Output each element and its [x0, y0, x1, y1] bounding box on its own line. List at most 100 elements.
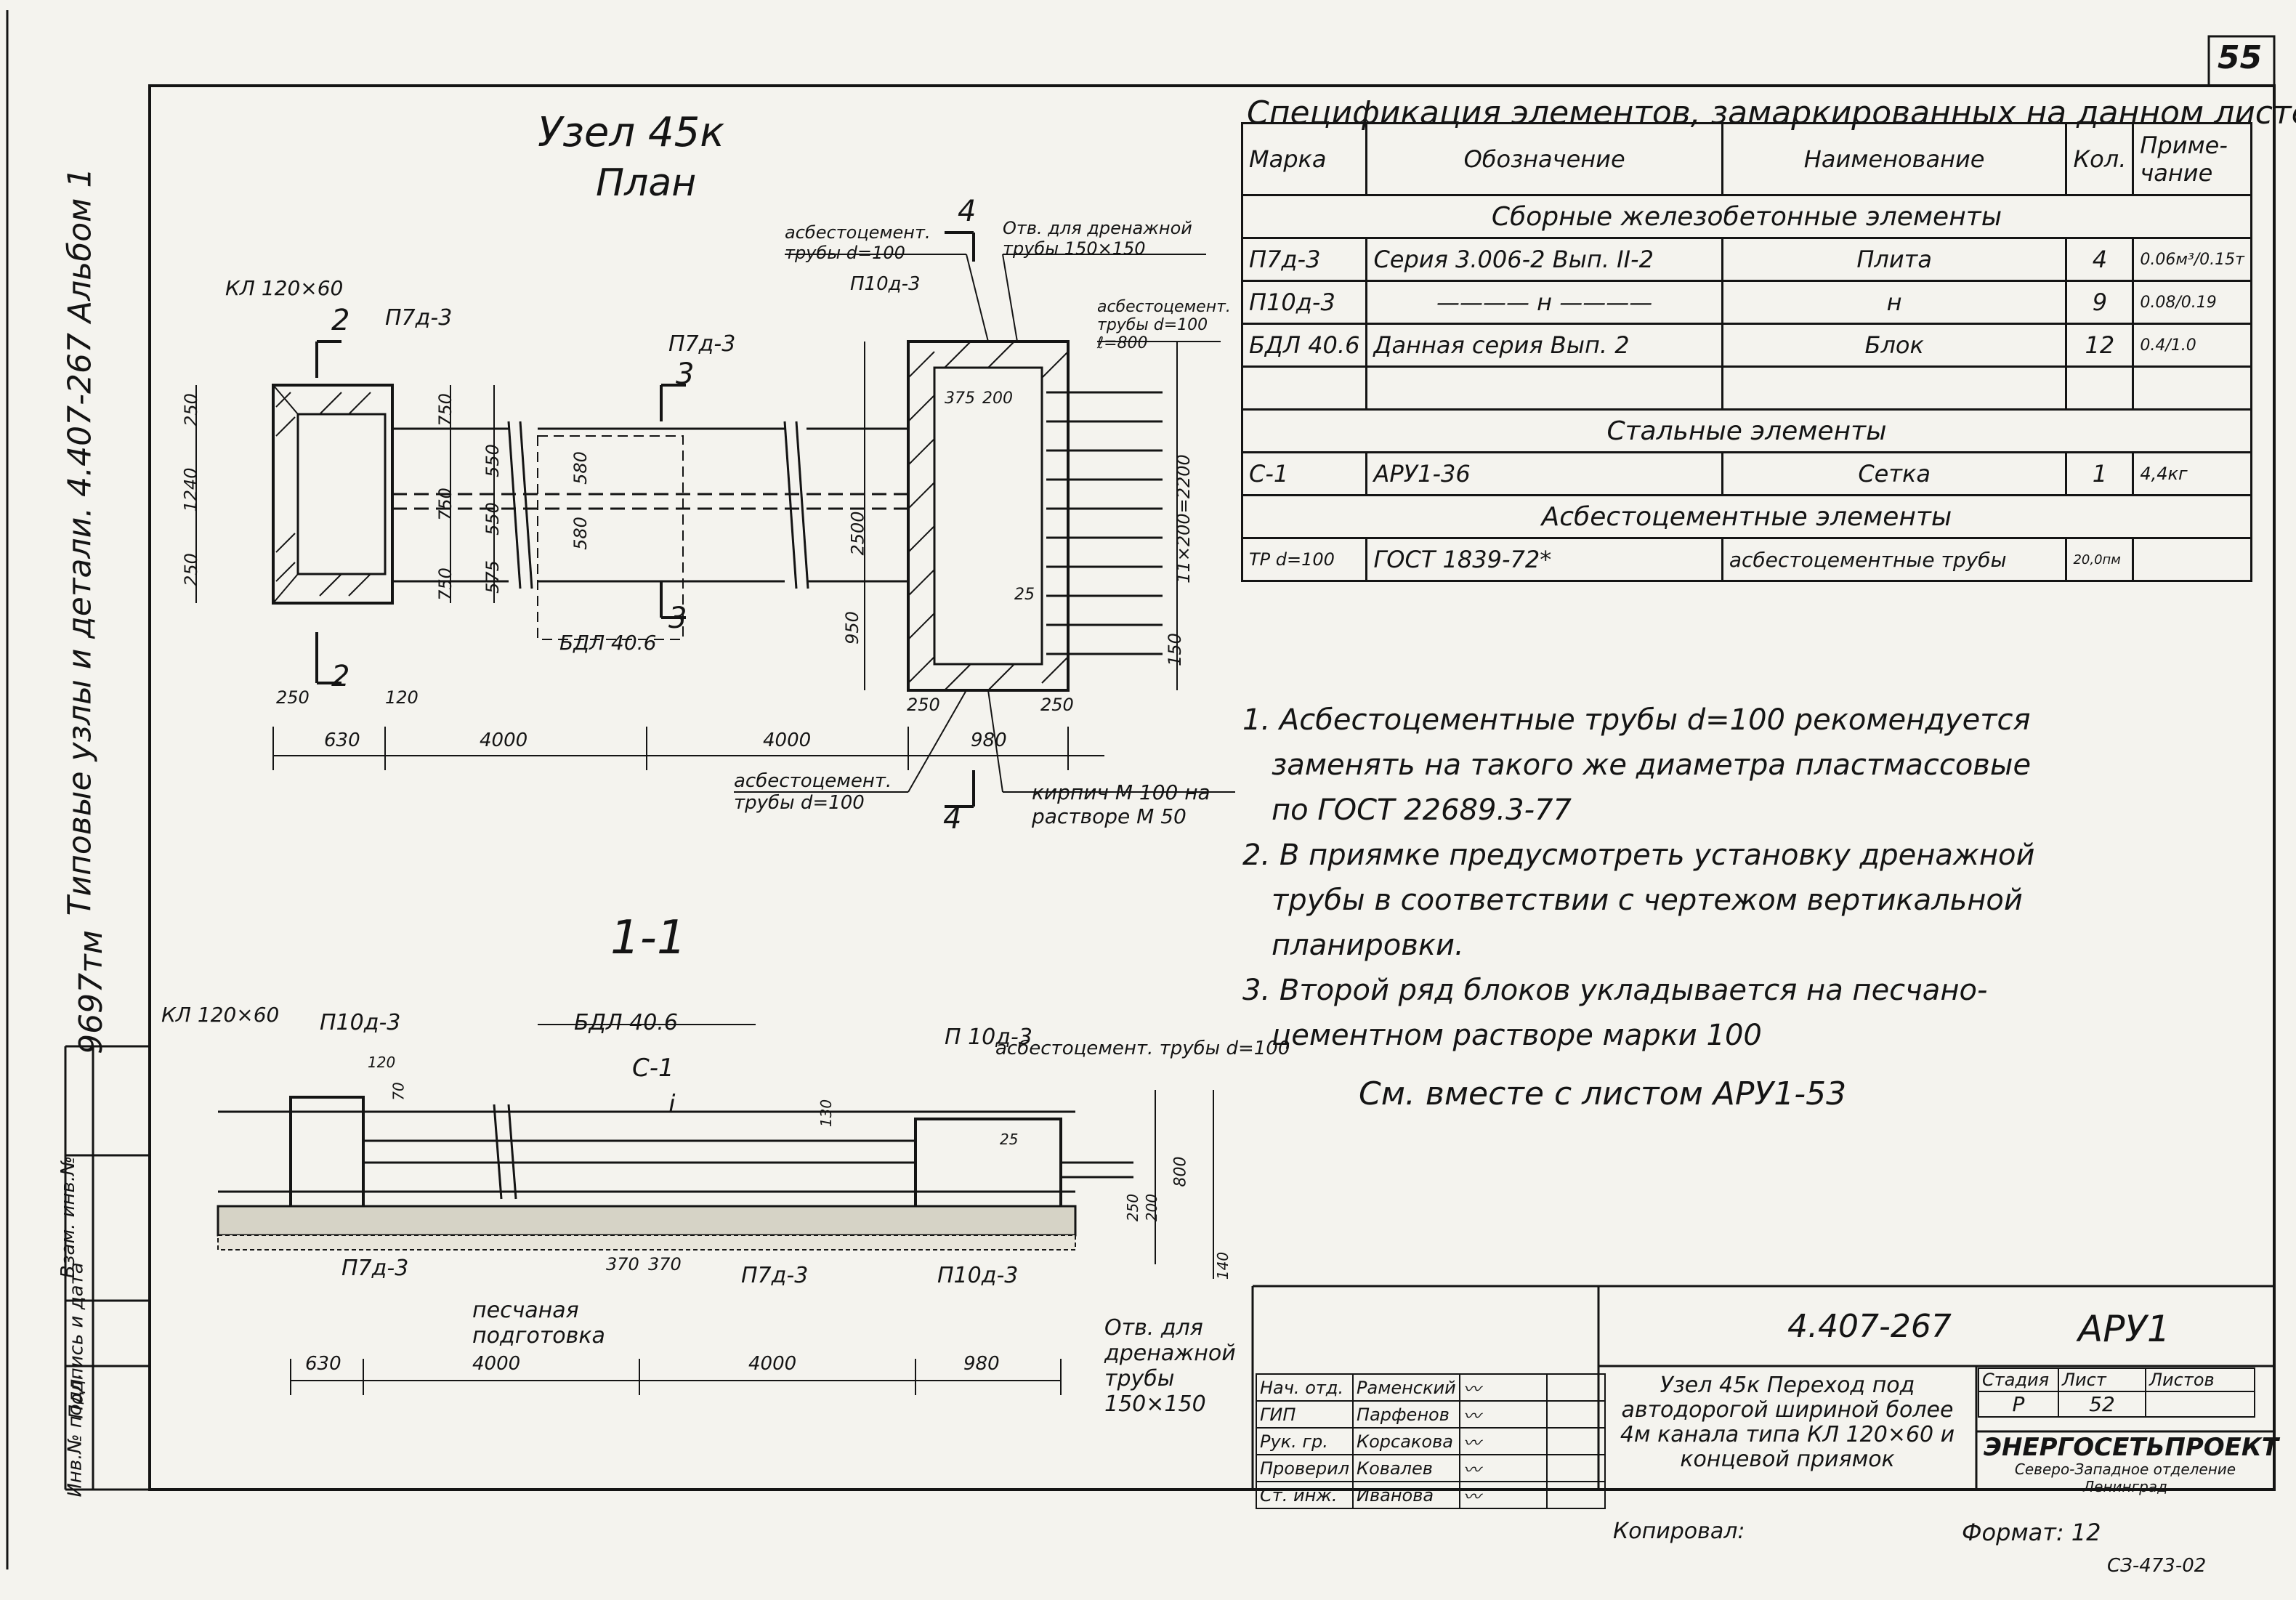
sec-dim-140: 140	[1214, 1251, 1232, 1280]
dim-750-c: 750	[434, 567, 456, 601]
stage-header: Лист	[2058, 1367, 2146, 1392]
note-line: планировки.	[1272, 929, 1464, 962]
spec-section-title: Асбестоцементные элементы	[1241, 494, 2252, 539]
staff-signature: 〰	[1458, 1427, 1548, 1455]
table-row: Р 52	[1978, 1391, 2255, 1418]
spec-section-row: Асбестоцементные элементы	[1241, 494, 2252, 539]
dim-550-b: 550	[482, 502, 503, 536]
stamp-replace-label: Взам. инв.№	[57, 1155, 80, 1279]
spec-section-row: Стальные элементы	[1241, 408, 2252, 453]
spec-cell: С-1	[1240, 451, 1368, 496]
spec-cell: АРУ1-36	[1365, 451, 1723, 496]
note-line: 2. В приямке предусмотреть установку дре…	[1242, 839, 2035, 872]
sec-dim-250: 250	[1124, 1193, 1142, 1222]
doc-code: АРУ1	[2078, 1308, 2170, 1350]
staff-date	[1545, 1481, 1606, 1509]
copied-by: Копировал:	[1613, 1519, 1745, 1544]
table-row: ТР d=100 ГОСТ 1839-72* асбестоцементные …	[1240, 537, 2252, 582]
sec-dim-630: 630	[305, 1353, 341, 1375]
spec-cell	[1240, 365, 1368, 411]
spec-cell	[2065, 365, 2135, 411]
table-row	[1240, 365, 2252, 411]
plan-label-spacing: 11×200=2200	[1173, 454, 1194, 583]
spec-section-title: Сборные железобетонные элементы	[1241, 194, 2252, 239]
plan-label-p7d3: П7д-3	[385, 305, 453, 331]
section-label-slope: i	[668, 1090, 676, 1119]
stamp-sign-label: Подпись и дата	[65, 1262, 88, 1419]
spec-h-note: Приме-чание	[2132, 122, 2252, 196]
spec-cell: Блок	[1721, 323, 2068, 368]
dim-950: 950	[841, 611, 862, 645]
dim-25: 25	[1014, 586, 1035, 604]
dim-250-d: 250	[907, 695, 940, 715]
staff-name: Парфенов	[1352, 1400, 1460, 1429]
dim-750-b: 750	[434, 488, 456, 521]
section-label-p10d3c: П10д-3	[937, 1263, 1019, 1288]
spec-cell: Данная серия Вып. 2	[1365, 323, 1723, 368]
note-line: по ГОСТ 22689.3-77	[1272, 793, 1572, 827]
table-row: БДЛ 40.6 Данная серия Вып. 2 Блок 12 0.4…	[1240, 323, 2252, 368]
org-branch: Северо-Западное отделение Ленинград	[2014, 1460, 2236, 1495]
spec-cell: 0.06м³/0.15т	[2132, 237, 2252, 282]
spec-h-name: Наименование	[1721, 122, 2068, 196]
spec-h-designation: Обозначение	[1365, 122, 1723, 196]
dim-630: 630	[324, 730, 360, 751]
spec-cell: П10д-3	[1240, 280, 1368, 325]
dim-580-a: 580	[570, 451, 591, 485]
page-number: 55	[2218, 39, 2263, 76]
bottom-code: СЗ-473-02	[2107, 1555, 2207, 1577]
note-line: трубы в соответствии с чертежом вертикал…	[1272, 884, 2023, 917]
spec-cell	[1365, 365, 1723, 411]
archive-number: 9697тм	[72, 930, 110, 1054]
note-line: заменять на такого же диаметра пластмасс…	[1272, 748, 2032, 782]
spec-cell: 9	[2065, 280, 2135, 325]
table-row: Нач. отд.Раменский〰	[1255, 1373, 1606, 1402]
spec-cell: 4,4кг	[2132, 451, 2252, 496]
staff-signature: 〰	[1458, 1400, 1548, 1429]
cut-2-top: 2	[331, 304, 350, 337]
plan-label-asb-top: асбестоцемент. трубы d=100	[785, 222, 931, 263]
section-label-sand: песчаная подготовка	[472, 1298, 605, 1349]
note-line: 1. Асбестоцементные трубы d=100 рекоменд…	[1242, 703, 2031, 737]
plan-subtitle: План	[596, 161, 697, 205]
staff-name: Корсакова	[1352, 1427, 1460, 1455]
spec-cell: Плита	[1721, 237, 2068, 282]
dim-575: 575	[482, 560, 503, 594]
table-row: П7д-3 Серия 3.006-2 Вып. II-2 Плита 4 0.…	[1240, 237, 2252, 282]
dim-980: 980	[971, 730, 1007, 751]
spec-h-mark: Марка	[1240, 122, 1368, 196]
sec-dim-370-b: 370	[648, 1254, 682, 1274]
note-line: 3. Второй ряд блоков укладывается на пес…	[1242, 974, 1988, 1007]
spec-cell: ГОСТ 1839-72*	[1365, 537, 1723, 582]
spec-cell	[2132, 365, 2252, 411]
dim-580-b: 580	[570, 517, 591, 550]
table-row: П10д-3 ———— н ———— н 9 0.08/0.19	[1240, 280, 2252, 325]
sheet-value: 52	[2058, 1391, 2146, 1418]
plan-label-brick: кирпич М 100 на растворе М 50	[1032, 780, 1210, 828]
dim-2500: 2500	[847, 511, 868, 556]
sec-dim-25: 25	[1000, 1131, 1019, 1148]
staff-signature: 〰	[1458, 1454, 1548, 1482]
spec-cell: 12	[2065, 323, 2135, 368]
sec-dim-980: 980	[963, 1353, 1000, 1375]
dim-4000-b: 4000	[763, 730, 812, 751]
cut-2-bottom: 2	[331, 660, 350, 693]
staff-date	[1545, 1400, 1606, 1429]
notes-block: 1. Асбестоцементные трубы d=100 рекоменд…	[1242, 698, 2035, 1058]
spec-cell: БДЛ 40.6	[1240, 323, 1368, 368]
spec-cell: ———— н ————	[1365, 280, 1723, 325]
spec-cell: Серия 3.006-2 Вып. II-2	[1365, 237, 1723, 282]
sec-dim-4000-a: 4000	[472, 1353, 521, 1375]
dim-250-b: 250	[180, 553, 201, 586]
dim-150: 150	[1164, 633, 1185, 666]
staff-name: Раменский	[1352, 1373, 1460, 1402]
spec-cell: 20,0пм	[2065, 537, 2135, 582]
spec-cell: 4	[2065, 237, 2135, 282]
spec-cell: 0.08/0.19	[2132, 280, 2252, 325]
staff-date	[1545, 1373, 1606, 1402]
staff-role: ГИП	[1255, 1400, 1354, 1429]
spec-cell	[2132, 537, 2252, 582]
staff-date	[1545, 1454, 1606, 1482]
